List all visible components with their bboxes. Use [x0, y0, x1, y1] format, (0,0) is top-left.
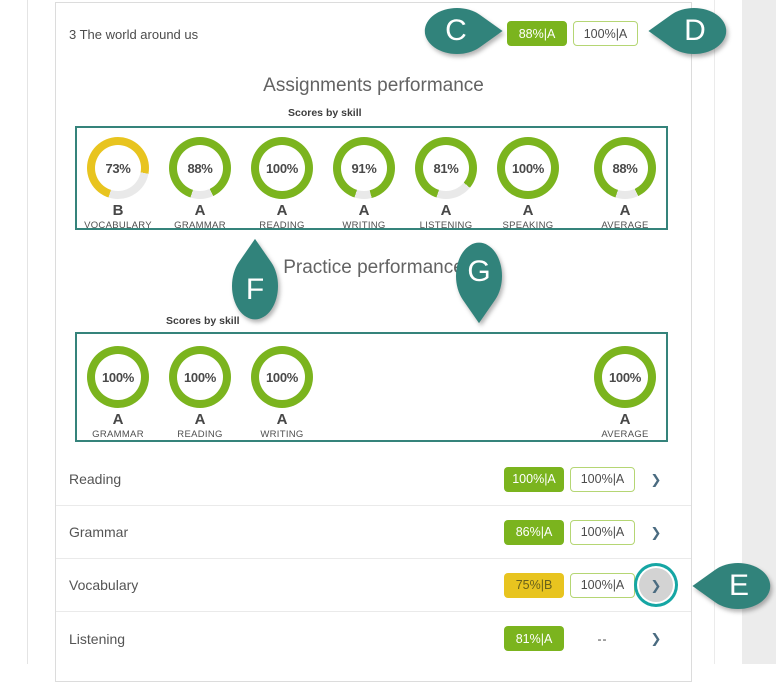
chevron-right-icon[interactable]: ❯: [650, 524, 662, 540]
grammar-donut-chart: 100%: [87, 346, 149, 408]
skill-rows-list: Reading 100%|A 100%|A ❯ Grammar 86%|A 10…: [56, 453, 691, 665]
grammar-donut-chart: 88%: [169, 137, 231, 199]
donut-cell-reading: 100% A READING: [241, 137, 323, 231]
assignments-score-badge: 100%|A: [504, 466, 564, 492]
skill-row-label: Reading: [69, 471, 122, 487]
reading-donut-chart: 100%: [251, 137, 313, 199]
left-rule: [27, 0, 28, 664]
donut-cell-grammar: 88% A GRAMMAR: [159, 137, 241, 231]
skill-label: READING: [259, 220, 305, 231]
speaking-donut-chart: 100%: [497, 137, 559, 199]
annotation-pin-f: F: [222, 238, 288, 334]
assignments-scores-by-skill-label: Scores by skill: [288, 107, 362, 119]
assignments-score-badge: 81%|A: [504, 626, 564, 651]
chevron-right-icon[interactable]: ❯: [650, 631, 662, 646]
annotation-pin-d: D: [648, 0, 740, 64]
grade-label: A: [276, 411, 288, 428]
no-practice-score-placeholder: --: [597, 631, 608, 646]
skill-label: AVERAGE: [601, 429, 649, 440]
grade-label: A: [112, 411, 124, 428]
grade-label: A: [194, 411, 206, 428]
donut-cell-writing: 100% A WRITING: [241, 346, 323, 440]
skill-label: GRAMMAR: [174, 220, 226, 231]
average-donut-chart: 100%: [594, 346, 656, 408]
skill-label: GRAMMAR: [92, 429, 144, 440]
grade-label: A: [194, 202, 206, 219]
donut-cell-average: 100% A AVERAGE: [584, 346, 666, 440]
practice-score-badge: 100%|A: [570, 466, 635, 492]
grade-label: A: [358, 202, 370, 219]
donut-cell-listening: 81% A LISTENING: [405, 137, 487, 231]
practice-score-badge: 100%|A: [570, 572, 635, 598]
skill-label: VOCABULARY: [84, 220, 152, 231]
skill-row-label: Vocabulary: [69, 577, 139, 593]
annotation-pin-e: E: [692, 553, 776, 619]
donut-cell-average: 88% A AVERAGE: [584, 137, 666, 231]
page-right-gutter: [742, 0, 776, 664]
skill-label: READING: [177, 429, 223, 440]
skill-row-grammar[interactable]: Grammar 86%|A 100%|A ❯: [56, 506, 691, 559]
unit-title: 3 The world around us: [69, 27, 199, 42]
grade-label: A: [619, 202, 631, 219]
skill-label: AVERAGE: [601, 220, 649, 231]
practice-scores-panel: 100% A GRAMMAR 100% A READING 100% A WRI…: [75, 332, 668, 442]
assignments-performance-title: Assignments performance: [263, 75, 484, 96]
reading-donut-chart: 100%: [169, 346, 231, 408]
unit-summary-badges: 88%|A 100%|A: [507, 21, 638, 46]
average-donut-chart: 88%: [594, 137, 656, 199]
skill-row-vocabulary[interactable]: Vocabulary 75%|B 100%|A ❯: [56, 559, 691, 612]
skill-row-label: Listening: [69, 630, 126, 647]
annotation-pin-c: C: [411, 0, 503, 64]
listening-donut-chart: 81%: [415, 137, 477, 199]
skill-label: SPEAKING: [502, 220, 554, 231]
assignments-score-badge: 86%|A: [504, 519, 564, 545]
skill-label: WRITING: [342, 220, 386, 231]
donut-cell-grammar: 100% A GRAMMAR: [77, 346, 159, 440]
practice-performance-title: Practice performance: [283, 257, 464, 278]
grade-label: A: [440, 202, 452, 219]
skill-label: LISTENING: [419, 220, 473, 231]
unit-report-card: 3 The world around us 88%|A 100%|A Assig…: [55, 2, 692, 682]
highlighted-chevron-button[interactable]: ❯: [639, 568, 673, 602]
donut-cell-speaking: 100% A SPEAKING: [487, 137, 569, 231]
right-rule: [714, 0, 715, 664]
assignments-scores-panel: 73% B VOCABULARY 88% A GRAMMAR 100% A RE…: [75, 126, 668, 231]
grade-label: A: [619, 411, 631, 428]
grade-label: B: [112, 202, 124, 219]
donut-cell-writing: 91% A WRITING: [323, 137, 405, 231]
grade-label: A: [276, 202, 288, 219]
practice-score-badge: 100%|A: [570, 519, 635, 545]
unit-assignments-score-badge: 88%|A: [507, 21, 567, 46]
chevron-right-icon[interactable]: ❯: [650, 577, 662, 593]
skill-row-label: Grammar: [69, 524, 129, 540]
vocabulary-donut-chart: 73%: [87, 137, 149, 199]
practice-scores-by-skill-label: Scores by skill: [166, 315, 240, 327]
grade-label: A: [522, 202, 534, 219]
writing-donut-chart: 100%: [251, 346, 313, 408]
donut-cell-vocabulary: 73% B VOCABULARY: [77, 137, 159, 231]
writing-donut-chart: 91%: [333, 137, 395, 199]
chevron-right-icon[interactable]: ❯: [650, 471, 662, 487]
annotation-pin-g: G: [446, 228, 512, 324]
assignments-score-badge: 75%|B: [504, 572, 564, 598]
skill-label: WRITING: [260, 429, 304, 440]
unit-practice-score-badge: 100%|A: [573, 21, 638, 46]
skill-row-reading[interactable]: Reading 100%|A 100%|A ❯: [56, 453, 691, 506]
donut-cell-reading: 100% A READING: [159, 346, 241, 440]
skill-row-listening[interactable]: Listening 81%|A -- ❯: [56, 612, 691, 665]
